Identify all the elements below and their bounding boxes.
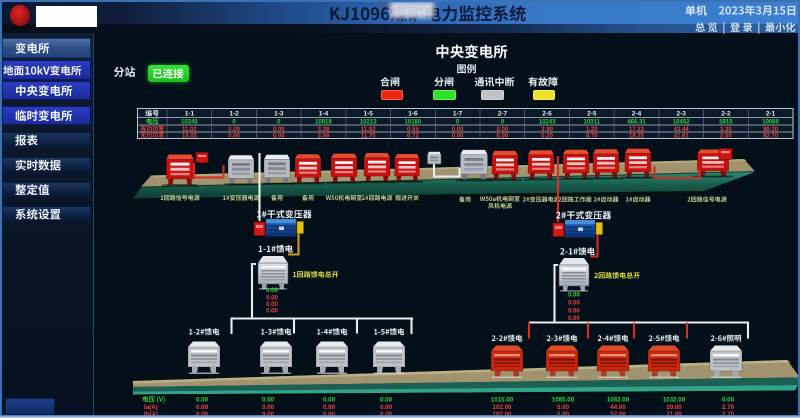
svg-text:0.00: 0.00 xyxy=(452,127,464,133)
svg-text:2-3: 2-3 xyxy=(676,111,686,118)
svg-text:80.30: 80.30 xyxy=(763,127,779,133)
svg-text:0: 0 xyxy=(277,120,281,126)
svg-text:5.00: 5.00 xyxy=(557,404,570,411)
svg-text:11.70: 11.70 xyxy=(361,133,376,139)
svg-text:10180: 10180 xyxy=(405,120,422,126)
svg-text:0.00: 0.00 xyxy=(323,397,336,404)
svg-text:0.00: 0.00 xyxy=(228,127,240,133)
svg-text:0.00: 0.00 xyxy=(380,411,393,418)
svg-text:10452: 10452 xyxy=(673,120,690,126)
svg-text:102.00: 102.00 xyxy=(493,404,512,411)
svg-text:10311: 10311 xyxy=(584,120,601,126)
svg-text:0.00: 0.00 xyxy=(196,397,209,404)
svg-text:0.00: 0.00 xyxy=(266,302,278,308)
svg-text:1-1: 1-1 xyxy=(185,111,195,118)
svg-text:44.00: 44.00 xyxy=(610,404,626,411)
svg-text:10213: 10213 xyxy=(360,120,377,126)
svg-text:1015.00: 1015.00 xyxy=(491,397,514,404)
svg-text:466.31: 466.31 xyxy=(627,120,646,126)
svg-text:0.70: 0.70 xyxy=(586,133,598,139)
svg-text:0.00: 0.00 xyxy=(266,309,278,315)
svg-text:2-6: 2-6 xyxy=(542,111,552,118)
svg-text:0.00: 0.00 xyxy=(266,288,278,294)
svg-text:Ia(A): Ia(A) xyxy=(144,404,158,411)
svg-text:10.65: 10.65 xyxy=(182,133,198,139)
svg-text:0.00: 0.00 xyxy=(228,133,240,139)
svg-text:1-4: 1-4 xyxy=(319,111,329,118)
svg-text:10018: 10018 xyxy=(315,120,332,126)
svg-text:0.55: 0.55 xyxy=(407,127,419,133)
svg-text:20.00: 20.00 xyxy=(666,404,682,411)
svg-text:17.23: 17.23 xyxy=(629,127,645,133)
svg-text:0.00: 0.00 xyxy=(380,397,393,404)
svg-text:1-5: 1-5 xyxy=(363,111,373,118)
svg-text:2-5: 2-5 xyxy=(587,111,597,118)
svg-text:0.00: 0.00 xyxy=(196,404,209,411)
svg-text:3.90: 3.90 xyxy=(541,127,553,133)
svg-text:10080: 10080 xyxy=(762,120,779,126)
svg-text:71.00: 71.00 xyxy=(666,411,682,418)
svg-text:0.00: 0.00 xyxy=(262,404,275,411)
svg-text:1082.00: 1082.00 xyxy=(607,397,630,404)
svg-text:2.70: 2.70 xyxy=(722,404,735,411)
svg-text:3.38: 3.38 xyxy=(318,127,330,133)
svg-text:0.00: 0.00 xyxy=(262,397,275,404)
svg-text:82.70: 82.70 xyxy=(763,133,779,139)
svg-text:0.00: 0.00 xyxy=(273,133,285,139)
svg-text:1-3: 1-3 xyxy=(274,111,284,118)
svg-text:41.81: 41.81 xyxy=(674,133,690,139)
svg-text:0.00: 0.00 xyxy=(262,411,275,418)
svg-text:3.06: 3.06 xyxy=(318,133,330,139)
svg-text:2-2: 2-2 xyxy=(721,111,731,118)
svg-text:0.00: 0.00 xyxy=(497,133,509,139)
svg-text:0.72: 0.72 xyxy=(407,133,419,139)
svg-text:1032.00: 1032.00 xyxy=(663,397,686,404)
svg-text:0.00: 0.00 xyxy=(722,397,735,404)
svg-text:0.00: 0.00 xyxy=(568,301,580,307)
svg-text:5.00: 5.00 xyxy=(557,411,570,418)
svg-text:1-2: 1-2 xyxy=(229,111,239,118)
svg-text:0.00: 0.00 xyxy=(323,404,336,411)
svg-text:0.00: 0.00 xyxy=(273,127,285,133)
svg-text:0.00: 0.00 xyxy=(568,316,580,322)
svg-text:0.00: 0.00 xyxy=(452,133,464,139)
svg-text:2-4: 2-4 xyxy=(632,111,642,118)
svg-text:1085.00: 1085.00 xyxy=(552,397,575,404)
svg-text:1-6: 1-6 xyxy=(408,111,418,118)
svg-text:5915: 5915 xyxy=(719,120,733,126)
svg-text:1.20: 1.20 xyxy=(586,127,598,133)
svg-text:2-7: 2-7 xyxy=(498,111,508,118)
svg-text:11.92: 11.92 xyxy=(361,127,376,133)
svg-text:52.00: 52.00 xyxy=(610,411,626,418)
svg-text:0.00: 0.00 xyxy=(266,296,278,302)
svg-text:Ib(A): Ib(A) xyxy=(144,411,158,418)
svg-text:10245: 10245 xyxy=(181,120,198,126)
svg-text:11.02: 11.02 xyxy=(182,127,197,133)
svg-text:0.20: 0.20 xyxy=(541,133,553,139)
svg-text:0.00: 0.00 xyxy=(196,411,209,418)
svg-text:0: 0 xyxy=(456,120,460,126)
svg-text:3.30: 3.30 xyxy=(720,127,732,133)
svg-text:2-1: 2-1 xyxy=(766,111,776,118)
svg-text:10243: 10243 xyxy=(539,120,556,126)
svg-text:0: 0 xyxy=(232,120,236,126)
svg-text:0.00: 0.00 xyxy=(380,404,393,411)
svg-text:102.00: 102.00 xyxy=(493,411,512,418)
svg-text:0.00: 0.00 xyxy=(497,127,509,133)
svg-text:43.44: 43.44 xyxy=(674,127,690,133)
svg-text:18.25: 18.25 xyxy=(629,133,645,139)
svg-text:2.00: 2.00 xyxy=(720,133,732,139)
svg-text:0: 0 xyxy=(501,120,505,126)
svg-text:0.00: 0.00 xyxy=(568,293,580,299)
svg-text:0.00: 0.00 xyxy=(323,411,336,418)
svg-text:0.00: 0.00 xyxy=(568,309,580,315)
svg-text:2.70: 2.70 xyxy=(722,411,735,418)
svg-text:1-7: 1-7 xyxy=(453,111,463,118)
